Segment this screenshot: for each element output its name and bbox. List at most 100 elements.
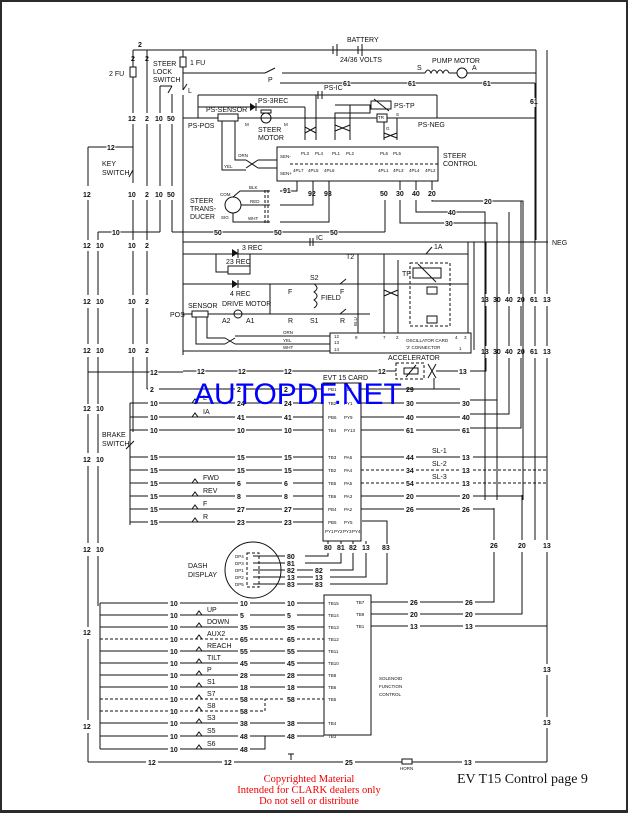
pos-label: POS — [170, 312, 185, 319]
wire-50: 50 50 50 — [172, 200, 386, 238]
wire-label: 10 — [96, 406, 104, 413]
pin-label: DP2 — [235, 575, 244, 580]
steer-lock-label: LOCK — [153, 69, 172, 76]
l-contact-label: L — [188, 88, 192, 95]
wire-label: 2 — [138, 42, 142, 49]
wire-label: 26 — [410, 600, 418, 607]
switch-icon — [195, 658, 203, 664]
rec23-label: 23 REC — [226, 259, 251, 266]
switch-label: AUX2 — [207, 631, 225, 638]
wire-label: 13 — [465, 624, 473, 631]
ps-ic-label: PS-IC — [324, 85, 343, 92]
steer-transducer: STEER TRANS- DUCER COM SIG BLK RED WHT — [190, 185, 270, 224]
brake-switch-label: SWITCH — [102, 441, 130, 448]
wire-label: 10 — [170, 601, 178, 608]
wire-label: 12 — [148, 760, 156, 767]
wire-label: 35 — [287, 625, 295, 632]
key-switch: 12 KEY SWITCH — [87, 144, 134, 186]
wire-label: 10 — [112, 230, 120, 237]
wire-label: 10 — [150, 428, 158, 435]
wire-label: 41 — [237, 415, 245, 422]
steer-motor-label: MOTOR — [258, 135, 284, 142]
wire-label: 61 — [530, 99, 538, 106]
wire-label: 12 — [83, 243, 91, 250]
wire-label: 10 — [287, 601, 295, 608]
sl-switch-label: SL-1 — [432, 448, 447, 455]
tp-label: TP — [402, 271, 411, 278]
switch-icon — [195, 718, 203, 724]
rail-labels-4: 12 10 12 10 12 10 12 12 — [83, 406, 104, 731]
transducer-label: DUCER — [190, 214, 215, 221]
m-label: M — [245, 122, 249, 127]
wire-label: 12 — [83, 406, 91, 413]
pin-label: DP4 — [235, 554, 244, 559]
wire-label: 10 — [128, 348, 136, 355]
pump-motor-label: PUMP MOTOR — [432, 58, 480, 65]
pin-label: TB5 — [328, 481, 337, 486]
wire-label: 40 — [412, 191, 420, 198]
osc-card-label: OSCILLATOR CARD — [406, 338, 449, 343]
dash-display-label: DISPLAY — [188, 572, 217, 579]
pin-label: PY4 — [352, 529, 361, 534]
wire-label: 13 — [410, 624, 418, 631]
wire-label: 10 — [170, 697, 178, 704]
switch-label: L — [203, 395, 207, 402]
diode-icon — [232, 249, 238, 257]
accelerator-label: ACCELERATOR — [388, 355, 440, 362]
rail-labels-top: 12 2 10 50 — [128, 116, 175, 123]
switch-icon — [195, 670, 203, 676]
steer-lock-switch: STEER LOCK SWITCH — [153, 61, 181, 113]
wire-label: 18 — [287, 685, 295, 692]
pin-label: DP5 — [235, 582, 244, 587]
r-label: R — [288, 318, 293, 325]
wire-label: 10 — [170, 673, 178, 680]
wire-label: 58 — [240, 709, 248, 716]
steer-control-label: STEER — [443, 153, 466, 160]
pin-label: PA5 — [344, 481, 353, 486]
switch-icon — [195, 634, 203, 640]
wire-label: 2 — [131, 56, 135, 63]
wire-label: 2 — [145, 116, 149, 123]
wire-label: 82 — [287, 568, 295, 575]
pin-label: PB4 — [328, 507, 337, 512]
wire-label: 40 — [406, 415, 414, 422]
wire-label: 81 — [287, 561, 295, 568]
wire — [250, 699, 266, 712]
pin-label: 2 — [396, 335, 399, 340]
ps-sensor-icon — [217, 113, 239, 122]
wire-label: 2 — [284, 387, 288, 394]
pin-label: 14 — [334, 347, 340, 352]
wire-label: 10 — [150, 415, 158, 422]
key-switch-label: KEY — [102, 161, 116, 168]
switch-label: REV — [203, 488, 218, 495]
field-label: FIELD — [321, 295, 341, 302]
pin-label: TB14 — [328, 613, 339, 618]
wire-label: 13 — [543, 543, 551, 550]
wire-label: 65 — [287, 637, 295, 644]
pin-label: TB2 — [328, 401, 337, 406]
wire-label: 13 — [362, 545, 370, 552]
wire-label: 83 — [287, 582, 295, 589]
fuse-1: 1 FU L — [179, 50, 205, 312]
pin-label: 4PL4 — [409, 168, 420, 173]
wire-label: 40 — [505, 349, 513, 356]
brake-switch: BRAKE SWITCH — [102, 432, 135, 450]
ps-3rec-label: PS-3REC — [258, 98, 288, 105]
wire-label: 61 — [483, 81, 491, 88]
wire-label: 15 — [150, 455, 158, 462]
wire-label: 10 — [170, 734, 178, 741]
wire-label: 20 — [428, 191, 436, 198]
switch-label: FWD — [203, 475, 219, 482]
ps-neg-label: PS-NEG — [418, 122, 445, 129]
wire-label: 30 — [406, 401, 414, 408]
f-label: F — [288, 289, 292, 296]
wire — [250, 736, 266, 750]
power-steer-section: PS-POS PS-NEG PS-IC PS-3REC PS-SENSOR ST… — [183, 85, 536, 500]
pin-label: TB4 — [328, 721, 337, 726]
wire-label: 10 — [96, 457, 104, 464]
wire-label: 13 — [459, 369, 467, 376]
blk-label: BLK — [249, 185, 258, 190]
pin-label: TB9 — [356, 612, 365, 617]
wire-label: 12 — [83, 192, 91, 199]
diode-icon — [250, 103, 256, 111]
